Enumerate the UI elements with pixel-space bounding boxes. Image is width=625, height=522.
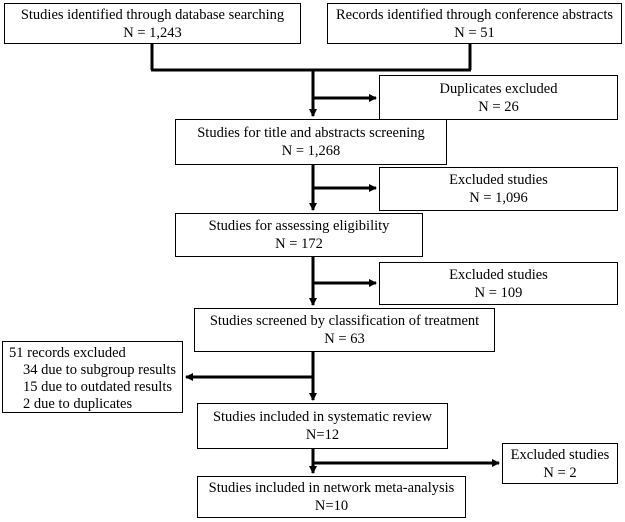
- box-count: N = 1,096: [469, 190, 528, 206]
- box-excluded-studies-3: Excluded studies N = 2: [502, 443, 618, 484]
- box-classification-screening: Studies screened by classification of tr…: [194, 308, 495, 352]
- box-count: N = 2: [543, 464, 577, 481]
- box-count: N = 1,243: [123, 24, 182, 41]
- box-excluded-studies-1: Excluded studies N = 1,096: [379, 167, 618, 211]
- box-count: N = 26: [478, 98, 519, 115]
- box-assessing-eligibility: Studies for assessing eligibility N = 17…: [175, 213, 423, 257]
- box-database-searching: Studies identified through database sear…: [4, 3, 301, 44]
- box-count: N = 109: [474, 284, 523, 301]
- box-network-meta-analysis: Studies included in network meta-analysi…: [197, 476, 466, 518]
- box-conference-abstracts: Records identified through conference ab…: [327, 3, 622, 44]
- records-excluded-reason: 2 due to duplicates: [23, 396, 133, 412]
- box-title: Studies included in network meta-analysi…: [208, 480, 455, 496]
- box-title: Excluded studies: [449, 172, 548, 188]
- box-title: Studies for title and abstracts screenin…: [197, 125, 425, 141]
- box-count: N=10: [314, 498, 349, 514]
- box-count: N = 63: [324, 331, 365, 347]
- box-title-abstract-screening: Studies for title and abstracts screenin…: [175, 119, 447, 165]
- box-title: Studies identified through database sear…: [20, 6, 285, 23]
- box-title: Excluded studies: [449, 266, 548, 283]
- box-title: Duplicates excluded: [439, 80, 558, 97]
- box-count: N = 172: [275, 236, 323, 252]
- box-records-excluded: 51 records excluded 34 due to subgroup r…: [2, 341, 183, 413]
- box-count: N=12: [305, 427, 340, 443]
- box-title: Studies included in systematic review: [212, 409, 433, 425]
- box-excluded-studies-2: Excluded studies N = 109: [379, 262, 618, 305]
- records-excluded-title: 51 records excluded: [9, 345, 126, 361]
- box-title: Studies for assessing eligibility: [208, 218, 390, 234]
- box-count: N = 51: [454, 24, 495, 41]
- records-excluded-reason: 15 due to outdated results: [23, 379, 173, 395]
- box-systematic-review: Studies included in systematic review N=…: [197, 403, 448, 449]
- box-title: Studies screened by classification of tr…: [209, 313, 480, 329]
- records-excluded-reason: 34 due to subgroup results: [23, 362, 177, 378]
- box-title: Excluded studies: [510, 446, 610, 463]
- box-count: N = 1,268: [281, 143, 341, 159]
- box-duplicates-excluded: Duplicates excluded N = 26: [379, 75, 618, 120]
- box-title: Records identified through conference ab…: [335, 6, 613, 23]
